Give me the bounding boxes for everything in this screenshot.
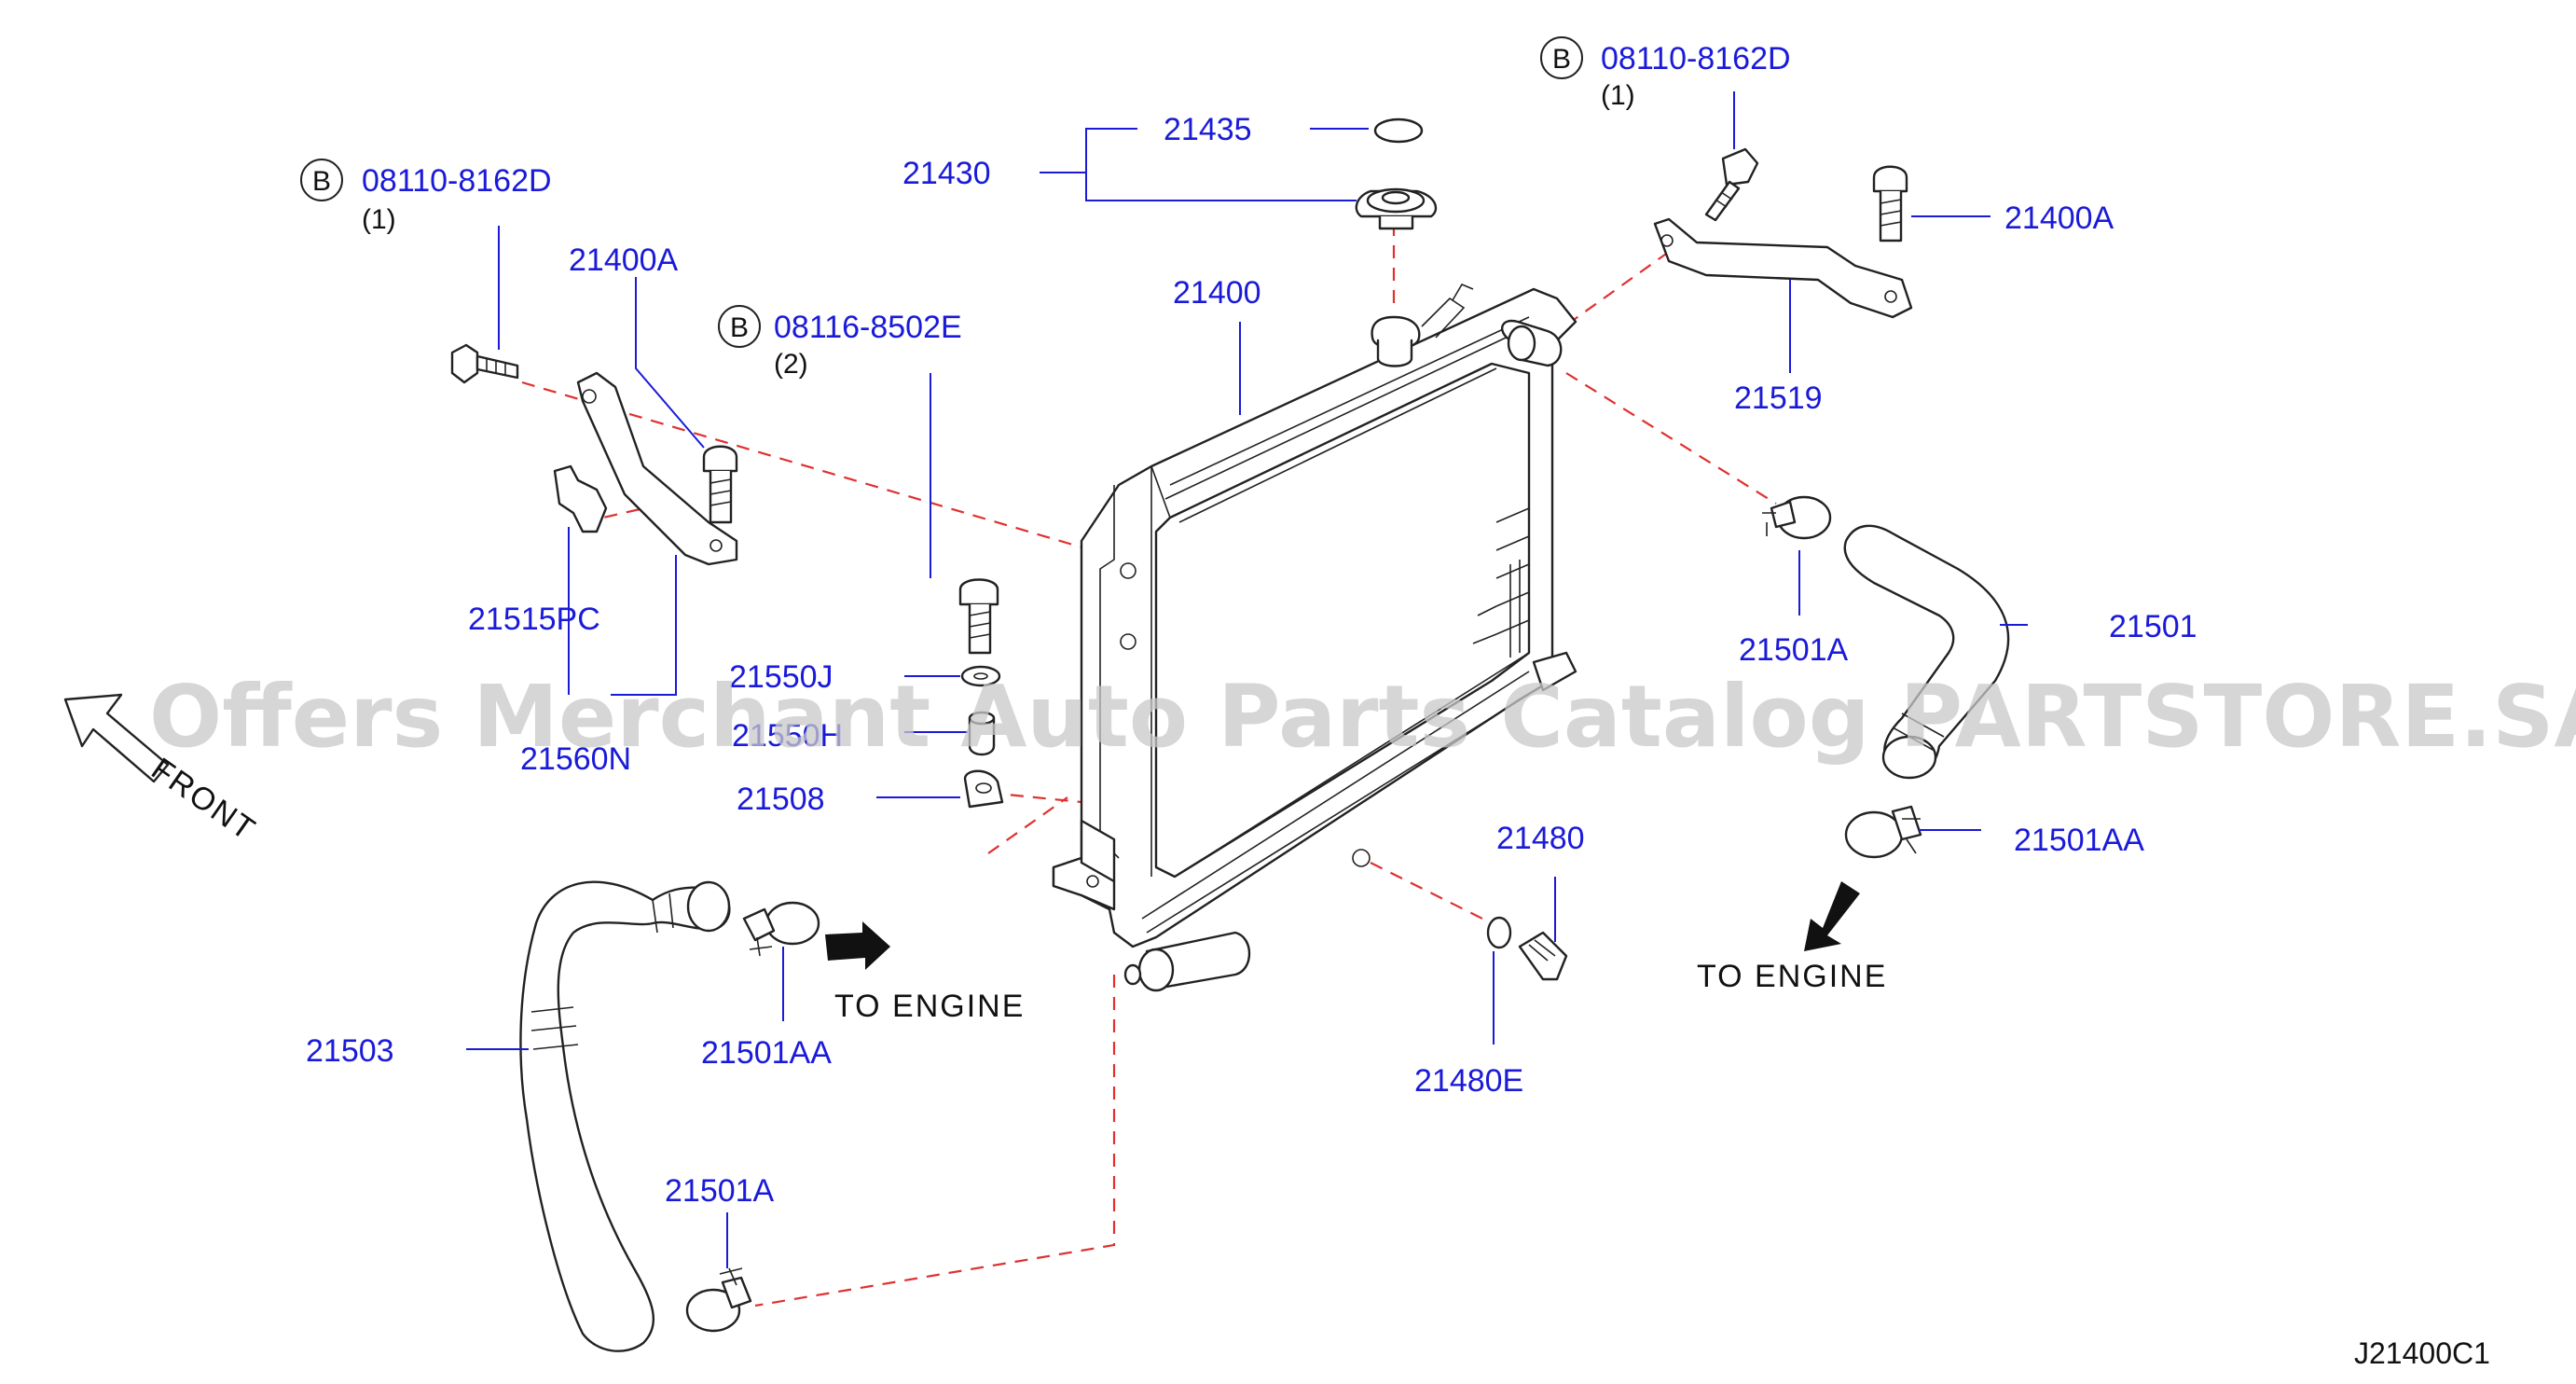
label-21550H: 21550H: [732, 718, 843, 754]
label-21480: 21480: [1496, 821, 1585, 856]
label-21503: 21503: [306, 1033, 394, 1069]
bolt-callout-right: B 08110-8162D (1): [1540, 36, 1791, 111]
bolt-code-left: 08110-8162D: [362, 163, 552, 199]
watermark: Offers Merchant Auto Parts Catalog PARTS…: [149, 667, 2576, 767]
engine-arrow-right: [1804, 881, 1860, 951]
drain-plug-21480: [1518, 931, 1568, 981]
label-21560N: 21560N: [520, 741, 631, 777]
left-bolt-21400A: [702, 445, 738, 524]
lower-hose-21503: [519, 880, 731, 1352]
b-mark: B: [312, 166, 331, 197]
drain-washer-21480E: [1486, 916, 1512, 949]
label-21400A-right: 21400A: [2004, 201, 2115, 236]
label-21501A-upper: 21501A: [1739, 632, 1849, 668]
collar-21550H: [968, 711, 996, 756]
b-mark: B: [1552, 44, 1571, 75]
lower-right-clamp-21501AA: [1844, 805, 1922, 859]
part-labels: 21435 21430 21400 21400A 21400A 21519 21…: [306, 112, 2197, 1209]
bolt-qty-middle: (2): [774, 349, 808, 380]
label-21515PC: 21515PC: [468, 602, 600, 637]
bolt-callout-left: B 08110-8162D (1): [300, 159, 552, 235]
to-engine-note-left: TO ENGINE: [834, 989, 1025, 1024]
bolt-callout-middle: B 08116-8502E (2): [718, 305, 962, 380]
label-21519: 21519: [1734, 381, 1823, 416]
label-21400A-left: 21400A: [569, 242, 679, 278]
label-21501: 21501: [2109, 609, 2197, 644]
bolt-qty-left: (1): [362, 204, 396, 235]
radiator: [1052, 283, 1577, 992]
bolt-code-middle: 08116-8502E: [774, 310, 962, 345]
b-mark-circle: [300, 159, 343, 201]
label-21501A-lower: 21501A: [665, 1173, 775, 1209]
b-mark-circle: [718, 305, 761, 348]
label-21430: 21430: [902, 156, 991, 191]
diagram-code: J21400C1: [2354, 1336, 2490, 1370]
right-bolt-08110-8162D: [1704, 147, 1759, 222]
label-21501AA-left: 21501AA: [701, 1035, 832, 1071]
b-mark-circle: [1540, 36, 1583, 79]
radiator-cap: [1355, 187, 1438, 230]
label-21508: 21508: [737, 782, 825, 817]
cap-seal: [1373, 118, 1424, 144]
bolt-code-right: 08110-8162D: [1601, 41, 1791, 76]
left-bracket-21400A: [576, 371, 738, 566]
washer-21550J: [960, 665, 1001, 687]
engine-arrow-left: [825, 921, 890, 970]
mount-bolt-08116-8502E: [958, 578, 999, 655]
right-bolt-21400A: [1872, 165, 1908, 242]
right-bracket-21519: [1653, 217, 1913, 319]
lower-hose-clamp-21501AA: [742, 901, 820, 957]
label-21550J: 21550J: [729, 659, 833, 695]
front-arrow-icon: [63, 693, 170, 783]
mount-rubber-21508: [963, 769, 1004, 809]
bolt-qty-right: (1): [1601, 80, 1635, 111]
b-mark: B: [730, 312, 749, 343]
label-21501AA-right: 21501AA: [2014, 823, 2144, 858]
upper-clamp-21501A: [1762, 495, 1832, 540]
left-bolt-08110-8162D: [450, 343, 519, 384]
label-21400: 21400: [1173, 275, 1261, 311]
upper-hose-21501: [1843, 524, 2010, 780]
lower-hose-clamp-21501A: [685, 1267, 752, 1333]
label-21480E: 21480E: [1414, 1063, 1523, 1099]
to-engine-note-right: TO ENGINE: [1697, 959, 1887, 994]
label-21435: 21435: [1164, 112, 1252, 147]
leader-lines: [466, 91, 2028, 1268]
centerlines: [521, 201, 1777, 1308]
left-bracket-21515PC: [553, 464, 608, 533]
